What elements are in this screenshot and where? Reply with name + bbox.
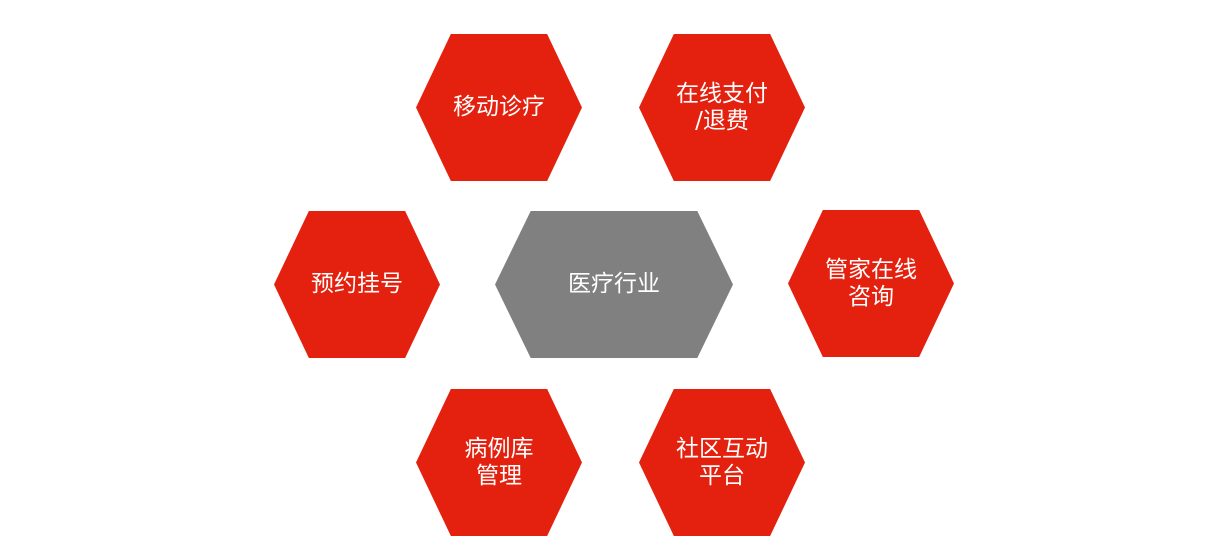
hex-case-library-label: 病例库 管理: [464, 435, 534, 489]
hex-appointment-booking-label: 预约挂号: [311, 271, 403, 297]
hex-center-healthcare: 医疗行业: [495, 211, 733, 358]
hex-case-library: 病例库 管理: [416, 389, 582, 536]
hex-online-consultation: 管家在线 咨询: [788, 210, 954, 357]
hex-mobile-treatment: 移动诊疗: [416, 34, 582, 181]
hex-online-consultation-label: 管家在线 咨询: [825, 256, 917, 310]
hex-center-healthcare-label: 医疗行业: [568, 271, 660, 297]
hex-community-platform: 社区互动 平台: [639, 389, 805, 536]
hex-online-payment: 在线支付 /退费: [639, 34, 805, 181]
hex-community-platform-label: 社区互动 平台: [676, 435, 768, 489]
hex-online-payment-label: 在线支付 /退费: [676, 80, 768, 134]
hex-appointment-booking: 预约挂号: [274, 211, 440, 358]
hex-mobile-treatment-label: 移动诊疗: [453, 94, 545, 120]
